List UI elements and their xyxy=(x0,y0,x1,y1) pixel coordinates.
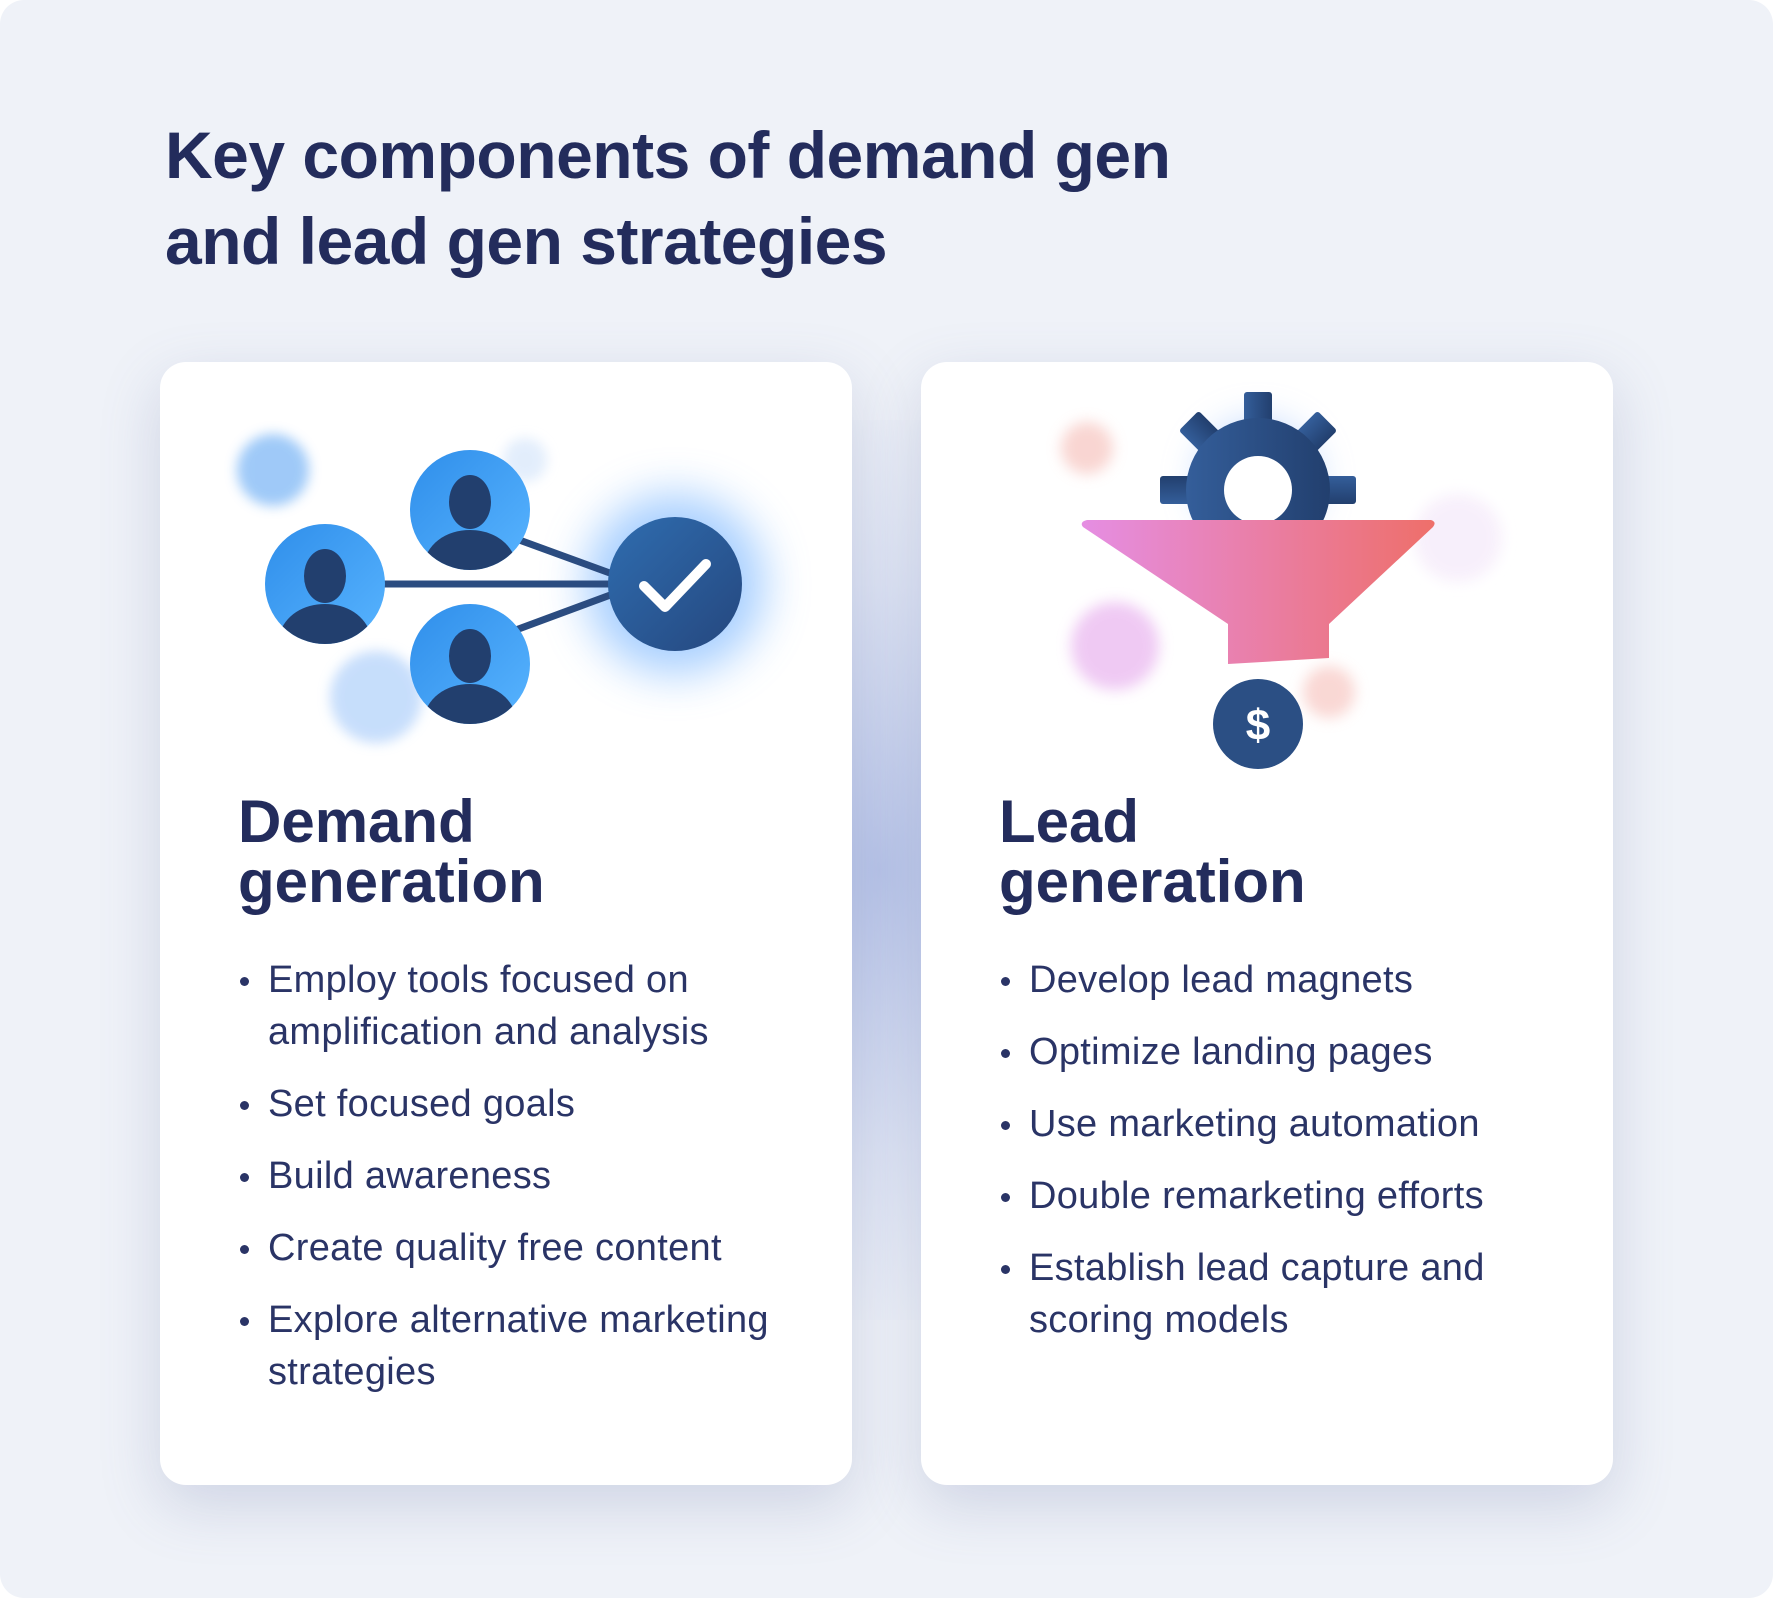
lead-generation-card: $ Lead generation Develop lead magnets O… xyxy=(921,362,1613,1485)
list-item: Develop lead magnets xyxy=(999,954,1579,1006)
decor-bubble xyxy=(330,651,422,743)
list-item: Build awareness xyxy=(238,1150,818,1202)
lead-generation-list: Develop lead magnets Optimize landing pa… xyxy=(999,954,1579,1366)
list-item: Explore alternative marketing strategies xyxy=(238,1294,818,1398)
person-icon xyxy=(410,450,530,570)
decor-bubble xyxy=(1303,666,1355,718)
demand-generation-card: Demand generation Employ tools focused o… xyxy=(160,362,852,1485)
decor-bubble xyxy=(1071,602,1159,690)
lead-title-line-1: Lead xyxy=(999,788,1140,855)
page-title: Key components of demand gen and lead ge… xyxy=(165,112,1465,284)
dollar-coin-icon: $ xyxy=(1213,679,1303,769)
checkmark-icon xyxy=(608,517,742,651)
person-icon xyxy=(410,604,530,724)
decor-bubble xyxy=(1061,422,1113,474)
list-item: Create quality free content xyxy=(238,1222,818,1274)
lead-generation-title: Lead generation xyxy=(999,792,1559,912)
dollar-symbol: $ xyxy=(1246,701,1270,750)
page-title-line-2: and lead gen strategies xyxy=(165,204,888,278)
list-item: Use marketing automation xyxy=(999,1098,1579,1150)
demand-title-line-2: generation xyxy=(238,848,545,915)
network-illustration xyxy=(237,434,765,743)
funnel-icon xyxy=(1081,520,1435,664)
list-item: Double remarketing efforts xyxy=(999,1170,1579,1222)
list-item: Establish lead capture and scoring model… xyxy=(999,1242,1579,1346)
decor-bubble xyxy=(1414,494,1502,582)
list-item: Employ tools focused on amplification an… xyxy=(238,954,818,1058)
list-item: Set focused goals xyxy=(238,1078,818,1130)
decor-bubble xyxy=(237,434,309,506)
list-item: Optimize landing pages xyxy=(999,1026,1579,1078)
lead-title-line-2: generation xyxy=(999,848,1306,915)
demand-generation-list: Employ tools focused on amplification an… xyxy=(238,954,818,1418)
page-title-line-1: Key components of demand gen xyxy=(165,118,1171,192)
demand-generation-title: Demand generation xyxy=(238,792,798,912)
person-icon xyxy=(265,524,385,644)
demand-title-line-1: Demand xyxy=(238,788,475,855)
funnel-illustration: $ xyxy=(1061,392,1502,769)
